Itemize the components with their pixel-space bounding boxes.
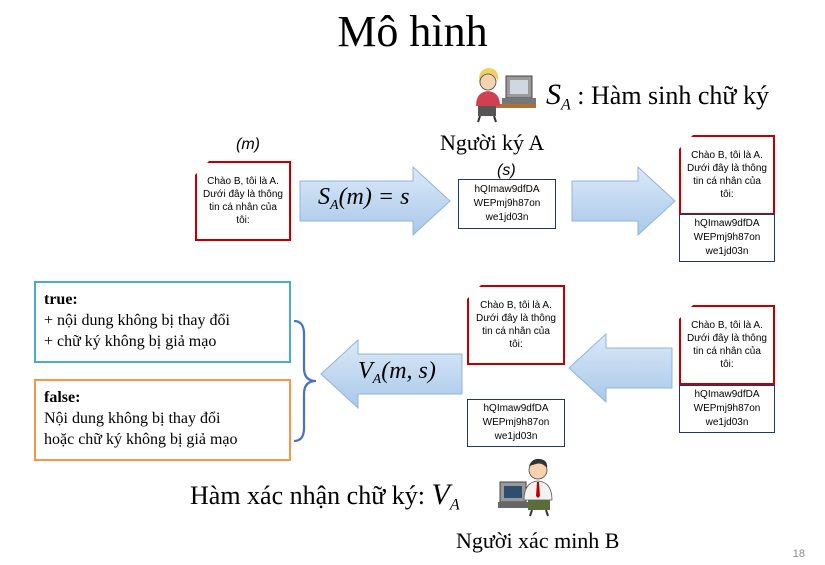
result-true-line-2: + chữ ký không bị giả mạo <box>44 333 217 350</box>
sign-equation-sub: A <box>330 197 339 213</box>
received-signature-box: hQImaw9dfDA WEPmj9h87on we1jd03n <box>679 385 775 433</box>
message-label: (m) <box>236 136 260 153</box>
signed-signature-box: hQImaw9dfDA WEPmj9h87on we1jd03n <box>679 214 775 262</box>
message-text: Chào B, tôi là A. Dưới đây là thông tin … <box>203 176 283 226</box>
received-message-text: Chào B, tôi là A. Dưới đây là thông tin … <box>687 320 767 370</box>
signer-function-label: SA : Hàm sinh chữ ký <box>546 78 769 115</box>
sign-equation-rest: (m) = s <box>338 184 410 210</box>
result-brace <box>293 319 317 443</box>
signature-label: (s) <box>497 162 516 179</box>
verify-signature-box: hQImaw9dfDA WEPmj9h87on we1jd03n <box>467 399 565 447</box>
signature-box: hQImaw9dfDA WEPmj9h87on we1jd03n <box>458 179 556 229</box>
signed-message-document: Chào B, tôi là A. Dưới đây là thông tin … <box>679 135 775 215</box>
verify-arrow <box>320 338 463 410</box>
verifier-function-symbol: V <box>431 478 450 511</box>
signer-person-label: Người ký A <box>440 130 545 155</box>
verify-message-text: Chào B, tôi là A. Dưới đây là thông tin … <box>476 300 556 350</box>
sign-equation: SA(m) = s <box>318 184 409 214</box>
result-false-heading: false: <box>44 389 81 406</box>
result-false-box: false: Nội dung không bị thay đổi hoặc c… <box>34 379 291 461</box>
verify-signature-text: hQImaw9dfDA WEPmj9h87on we1jd03n <box>482 403 550 442</box>
result-false-line-2: hoặc chữ ký không bị giả mạo <box>44 431 238 448</box>
page-title: Mô hình <box>337 7 488 56</box>
signer-person-icon <box>476 68 536 123</box>
sign-equation-f: S <box>318 184 330 210</box>
send-arrow <box>571 165 676 237</box>
signer-function-symbol: S <box>546 78 561 111</box>
received-message-document: Chào B, tôi là A. Dưới đây là thông tin … <box>679 305 775 385</box>
verify-equation-sub: A <box>372 371 382 387</box>
result-true-box: true: + nội dung không bị thay đổi + chữ… <box>34 281 291 363</box>
message-document: Chào B, tôi là A. Dưới đây là thông tin … <box>195 161 291 241</box>
verifier-function-desc: Hàm xác nhận chữ ký: <box>190 481 426 510</box>
verifier-function-subscript: A <box>449 496 460 514</box>
page-number: 18 <box>792 548 805 560</box>
verify-equation-rest: (m, s) <box>381 358 436 384</box>
signer-function-subscript: A <box>561 96 571 114</box>
verify-equation: VA(m, s) <box>358 358 436 388</box>
received-signature-text: hQImaw9dfDA WEPmj9h87on we1jd03n <box>693 389 761 428</box>
result-true-line-1: + nội dung không bị thay đổi <box>44 312 230 329</box>
signed-signature-text: hQImaw9dfDA WEPmj9h87on we1jd03n <box>693 218 761 257</box>
sign-arrow <box>299 165 451 237</box>
verify-equation-f: V <box>358 358 373 384</box>
verify-message-document: Chào B, tôi là A. Dưới đây là thông tin … <box>467 285 565 365</box>
receive-arrow <box>568 332 673 404</box>
verifier-person-label: Người xác minh B <box>456 528 620 553</box>
signed-message-text: Chào B, tôi là A. Dưới đây là thông tin … <box>687 150 767 200</box>
verifier-function-label: Hàm xác nhận chữ ký: VA <box>190 478 460 515</box>
result-true-heading: true: <box>44 291 78 308</box>
signature-text: hQImaw9dfDA WEPmj9h87on we1jd03n <box>473 184 541 223</box>
signer-function-desc: : Hàm sinh chữ ký <box>577 81 770 110</box>
result-false-line-1: Nội dung không bị thay đổi <box>44 410 221 427</box>
verifier-person-icon <box>498 458 553 517</box>
